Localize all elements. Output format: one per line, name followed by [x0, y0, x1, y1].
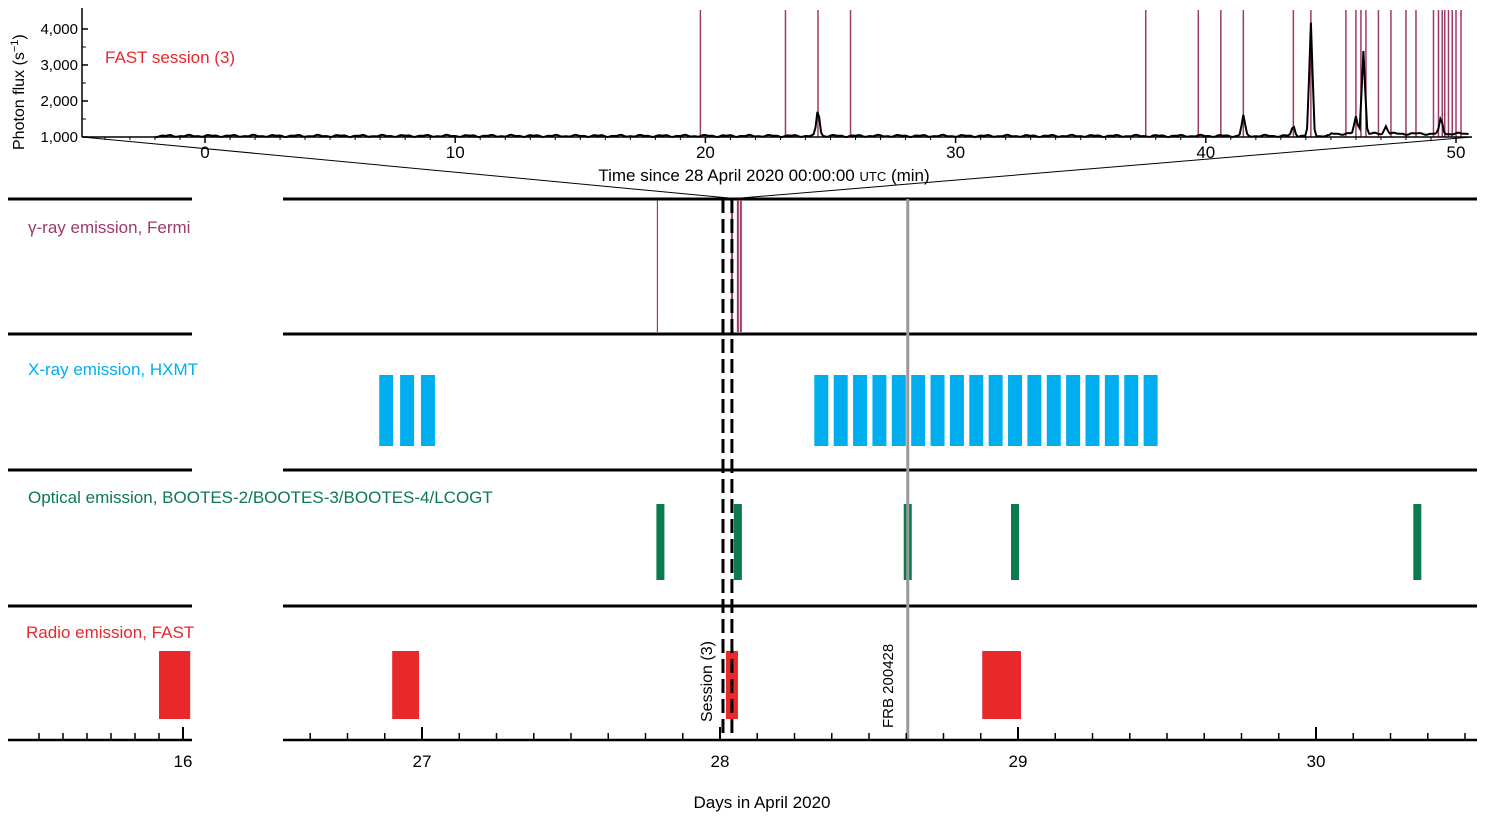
- row-separators: [8, 197, 1477, 608]
- top-x-tick-label-50: 50: [1447, 143, 1466, 162]
- days-axis: 16 27 28 29 30: [8, 727, 1477, 771]
- xray-observation-bar-17: [1085, 375, 1100, 446]
- session-label: Session (3): [699, 641, 716, 722]
- xray-observation-bar-4: [833, 375, 848, 446]
- xray-observation-bar-19: [1124, 375, 1139, 446]
- days-axis-tick-label-30: 30: [1307, 752, 1326, 771]
- xray-row: [379, 375, 1158, 446]
- photon-flux-line: [154, 22, 1469, 139]
- days-axis-tick-label-29: 29: [1009, 752, 1028, 771]
- top-y-ticks: 1,000 2,000 3,000 4,000: [40, 21, 88, 146]
- xray-observation-bar-20: [1143, 375, 1158, 446]
- radio-row-label: Radio emission, FAST: [26, 623, 194, 642]
- top-x-tick-label-0: 0: [200, 143, 209, 162]
- radio-observation-block-1: [392, 651, 420, 719]
- zoom-connector-left: [81, 136, 730, 199]
- optical-observation-3: [1011, 504, 1020, 580]
- gamma-row-label: γ-ray emission, Fermi: [28, 218, 190, 237]
- photon-flux-panel: 0 10 20 30 40 50 1,000 2,000 3,000 4,000 FAST se…: [9, 8, 1472, 185]
- optical-row-label: Optical emission, BOOTES-2/BOOTES-3/BOOT…: [28, 488, 493, 507]
- optical-observation-1: [733, 504, 742, 580]
- zoom-connector: [81, 136, 1473, 199]
- days-axis-tick-label-28: 28: [711, 752, 730, 771]
- top-y-tick-label-4000: 4,000: [40, 21, 78, 38]
- top-x-tick-label-10: 10: [446, 143, 465, 162]
- xray-observation-bar-6: [872, 375, 887, 446]
- xray-observation-bar-12: [988, 375, 1003, 446]
- fermi-burst-markers: [699, 10, 1462, 137]
- frb-label: FRB 200428: [880, 644, 897, 728]
- xray-observation-bar-15: [1046, 375, 1061, 446]
- top-y-axis-title: Photon flux (s−1): [9, 34, 28, 150]
- xray-observation-bar-0: [379, 375, 394, 446]
- top-x-tick-label-40: 40: [1196, 143, 1215, 162]
- days-axis-tick-label-27: 27: [413, 752, 432, 771]
- radio-observation-block-0: [159, 651, 191, 719]
- xray-observation-bar-9: [930, 375, 945, 446]
- optical-row: [656, 504, 1422, 580]
- optical-observation-0: [656, 504, 665, 580]
- xray-observation-bar-10: [949, 375, 964, 446]
- xray-observation-bar-8: [911, 375, 926, 446]
- xray-observation-bar-11: [969, 375, 984, 446]
- fast-session-label: FAST session (3): [105, 48, 235, 67]
- optical-observation-4: [1413, 504, 1422, 580]
- days-axis-tick-label-16: 16: [174, 752, 193, 771]
- xray-observation-bar-7: [891, 375, 906, 446]
- gamma-row: [656, 200, 742, 332]
- xray-row-label: X-ray emission, HXMT: [28, 360, 198, 379]
- xray-observation-bar-1: [400, 375, 415, 446]
- xray-observation-bar-13: [1008, 375, 1023, 446]
- top-x-tick-label-20: 20: [696, 143, 715, 162]
- session-marker: [721, 199, 734, 740]
- radio-observation-block-3: [982, 651, 1021, 719]
- xray-observation-bar-14: [1027, 375, 1042, 446]
- xray-observation-bar-5: [853, 375, 868, 446]
- top-y-tick-label-1000: 1,000: [40, 129, 78, 146]
- top-x-axis-title: Time since 28 April 2020 00:00:00 UTC (m…: [598, 166, 929, 185]
- xray-observation-bar-16: [1066, 375, 1081, 446]
- xray-observation-bar-18: [1104, 375, 1119, 446]
- timeline-panels: 16 27 28 29 30 γ-ray emission, Fermi X-ray e…: [8, 197, 1477, 812]
- xray-observation-bar-3: [814, 375, 829, 446]
- zoom-connector-right: [740, 136, 1473, 199]
- xray-observation-bar-2: [420, 375, 435, 446]
- top-x-tick-label-30: 30: [946, 143, 965, 162]
- top-y-tick-label-3000: 3,000: [40, 57, 78, 74]
- top-y-tick-label-2000: 2,000: [40, 93, 78, 110]
- days-axis-title: Days in April 2020: [693, 793, 830, 812]
- top-x-ticks: 0 10 20 30 40 50: [104, 137, 1466, 162]
